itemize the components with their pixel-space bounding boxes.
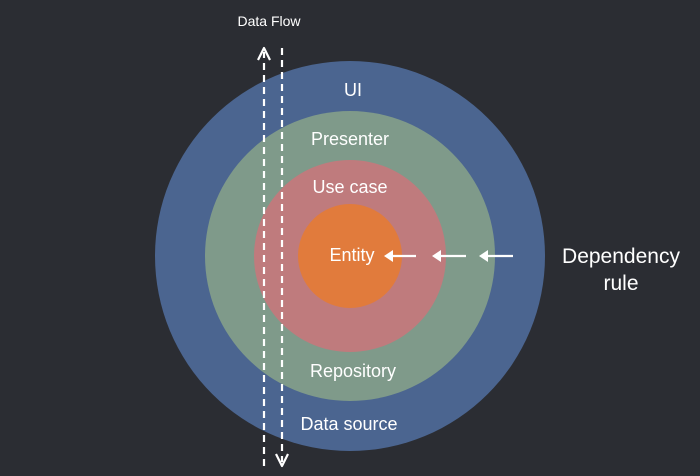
- dependency-arrow-3-head: [479, 250, 488, 262]
- dependency-arrows: [384, 250, 513, 262]
- dependency-arrow-1-head: [384, 250, 393, 262]
- label-entity: Entity: [329, 245, 374, 265]
- label-presenter: Presenter: [311, 129, 389, 149]
- label-repository: Repository: [310, 361, 396, 381]
- data-flow-up-arrowhead: [257, 46, 271, 61]
- data-flow-label: Data Flow: [237, 13, 301, 29]
- label-data-source: Data source: [300, 414, 397, 434]
- data-flow-arrows: [257, 46, 289, 468]
- label-use-case: Use case: [312, 177, 387, 197]
- data-flow-down-arrowhead: [275, 453, 289, 468]
- dependency-rule-label-line2: rule: [603, 272, 638, 295]
- dependency-arrow-2-head: [432, 250, 441, 262]
- ring-entity: [298, 204, 402, 308]
- dependency-rule-label-line1: Dependency: [562, 245, 680, 268]
- label-ui: UI: [344, 80, 362, 100]
